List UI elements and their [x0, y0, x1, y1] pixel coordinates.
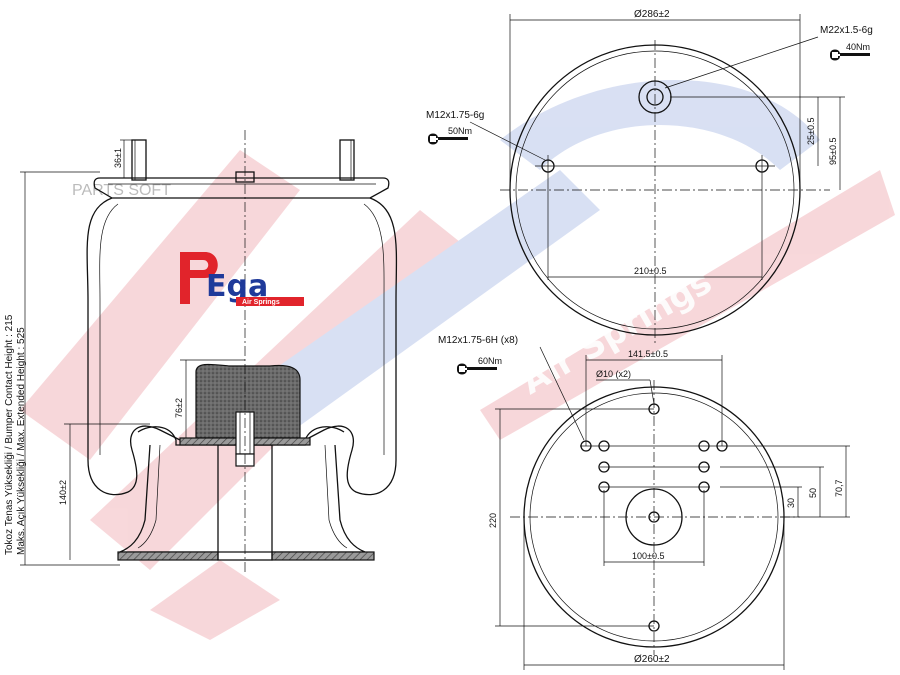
logo-tagline: Air Springs [242, 299, 280, 306]
dim-70: 70,7 [834, 479, 844, 497]
dim-bolt-spacing: 210±0.5 [634, 266, 666, 276]
dim-piston: 140±2 [58, 480, 68, 505]
thread-side: M12x1.75-6g [426, 110, 484, 121]
dim-spacing: 141.5±0.5 [628, 349, 668, 359]
dim-50: 50 [808, 488, 818, 498]
height-label-line2: Maks. Açık Yüksekliği / Max. Extended He… [16, 327, 27, 555]
dim-100: 100±0.5 [632, 551, 664, 561]
watermark-parts-text: PARTS SOFT [72, 182, 171, 199]
thread-holes: M12x1.75-6H (x8) [438, 335, 518, 346]
dim-height: 220 [488, 513, 498, 528]
dim-bumper: 76±2 [174, 398, 184, 418]
height-label-line1: Tokoz Tenas Yüksekliği / Bumper Contact … [4, 314, 15, 555]
thread-center: M22x1.5-6g [820, 25, 873, 36]
wrench-icon [428, 133, 468, 145]
wrench-icon [830, 49, 870, 61]
torque-center: 40Nm [846, 42, 870, 52]
bumper [195, 363, 301, 439]
dim-offset-small: 25±0.5 [806, 118, 816, 145]
dim-30: 30 [786, 498, 796, 508]
dim-top-diameter: Ø286±2 [634, 9, 670, 20]
dim-bottom-diameter: Ø260±2 [634, 654, 670, 665]
dim-stud-height: 36±1 [113, 148, 123, 168]
torque-side: 50Nm [448, 126, 472, 136]
top-view: Ø286±2 M22x1.5-6g 40Nm M12x1.75-6g 50Nm … [426, 9, 873, 345]
wrench-icon [457, 363, 497, 375]
side-view: Tokoz Tenas Yüksekliği / Bumper Contact … [4, 130, 398, 575]
pega-logo: Ega Air Springs [180, 252, 304, 306]
bottom-view: M12x1.75-6H (x8) 60Nm 141.5±0.5 Ø10 (x2)… [438, 335, 850, 670]
torque-bottom: 60Nm [478, 356, 502, 366]
dim-holes: Ø10 (x2) [596, 369, 631, 379]
dim-offset-large: 95±0.5 [828, 138, 838, 165]
